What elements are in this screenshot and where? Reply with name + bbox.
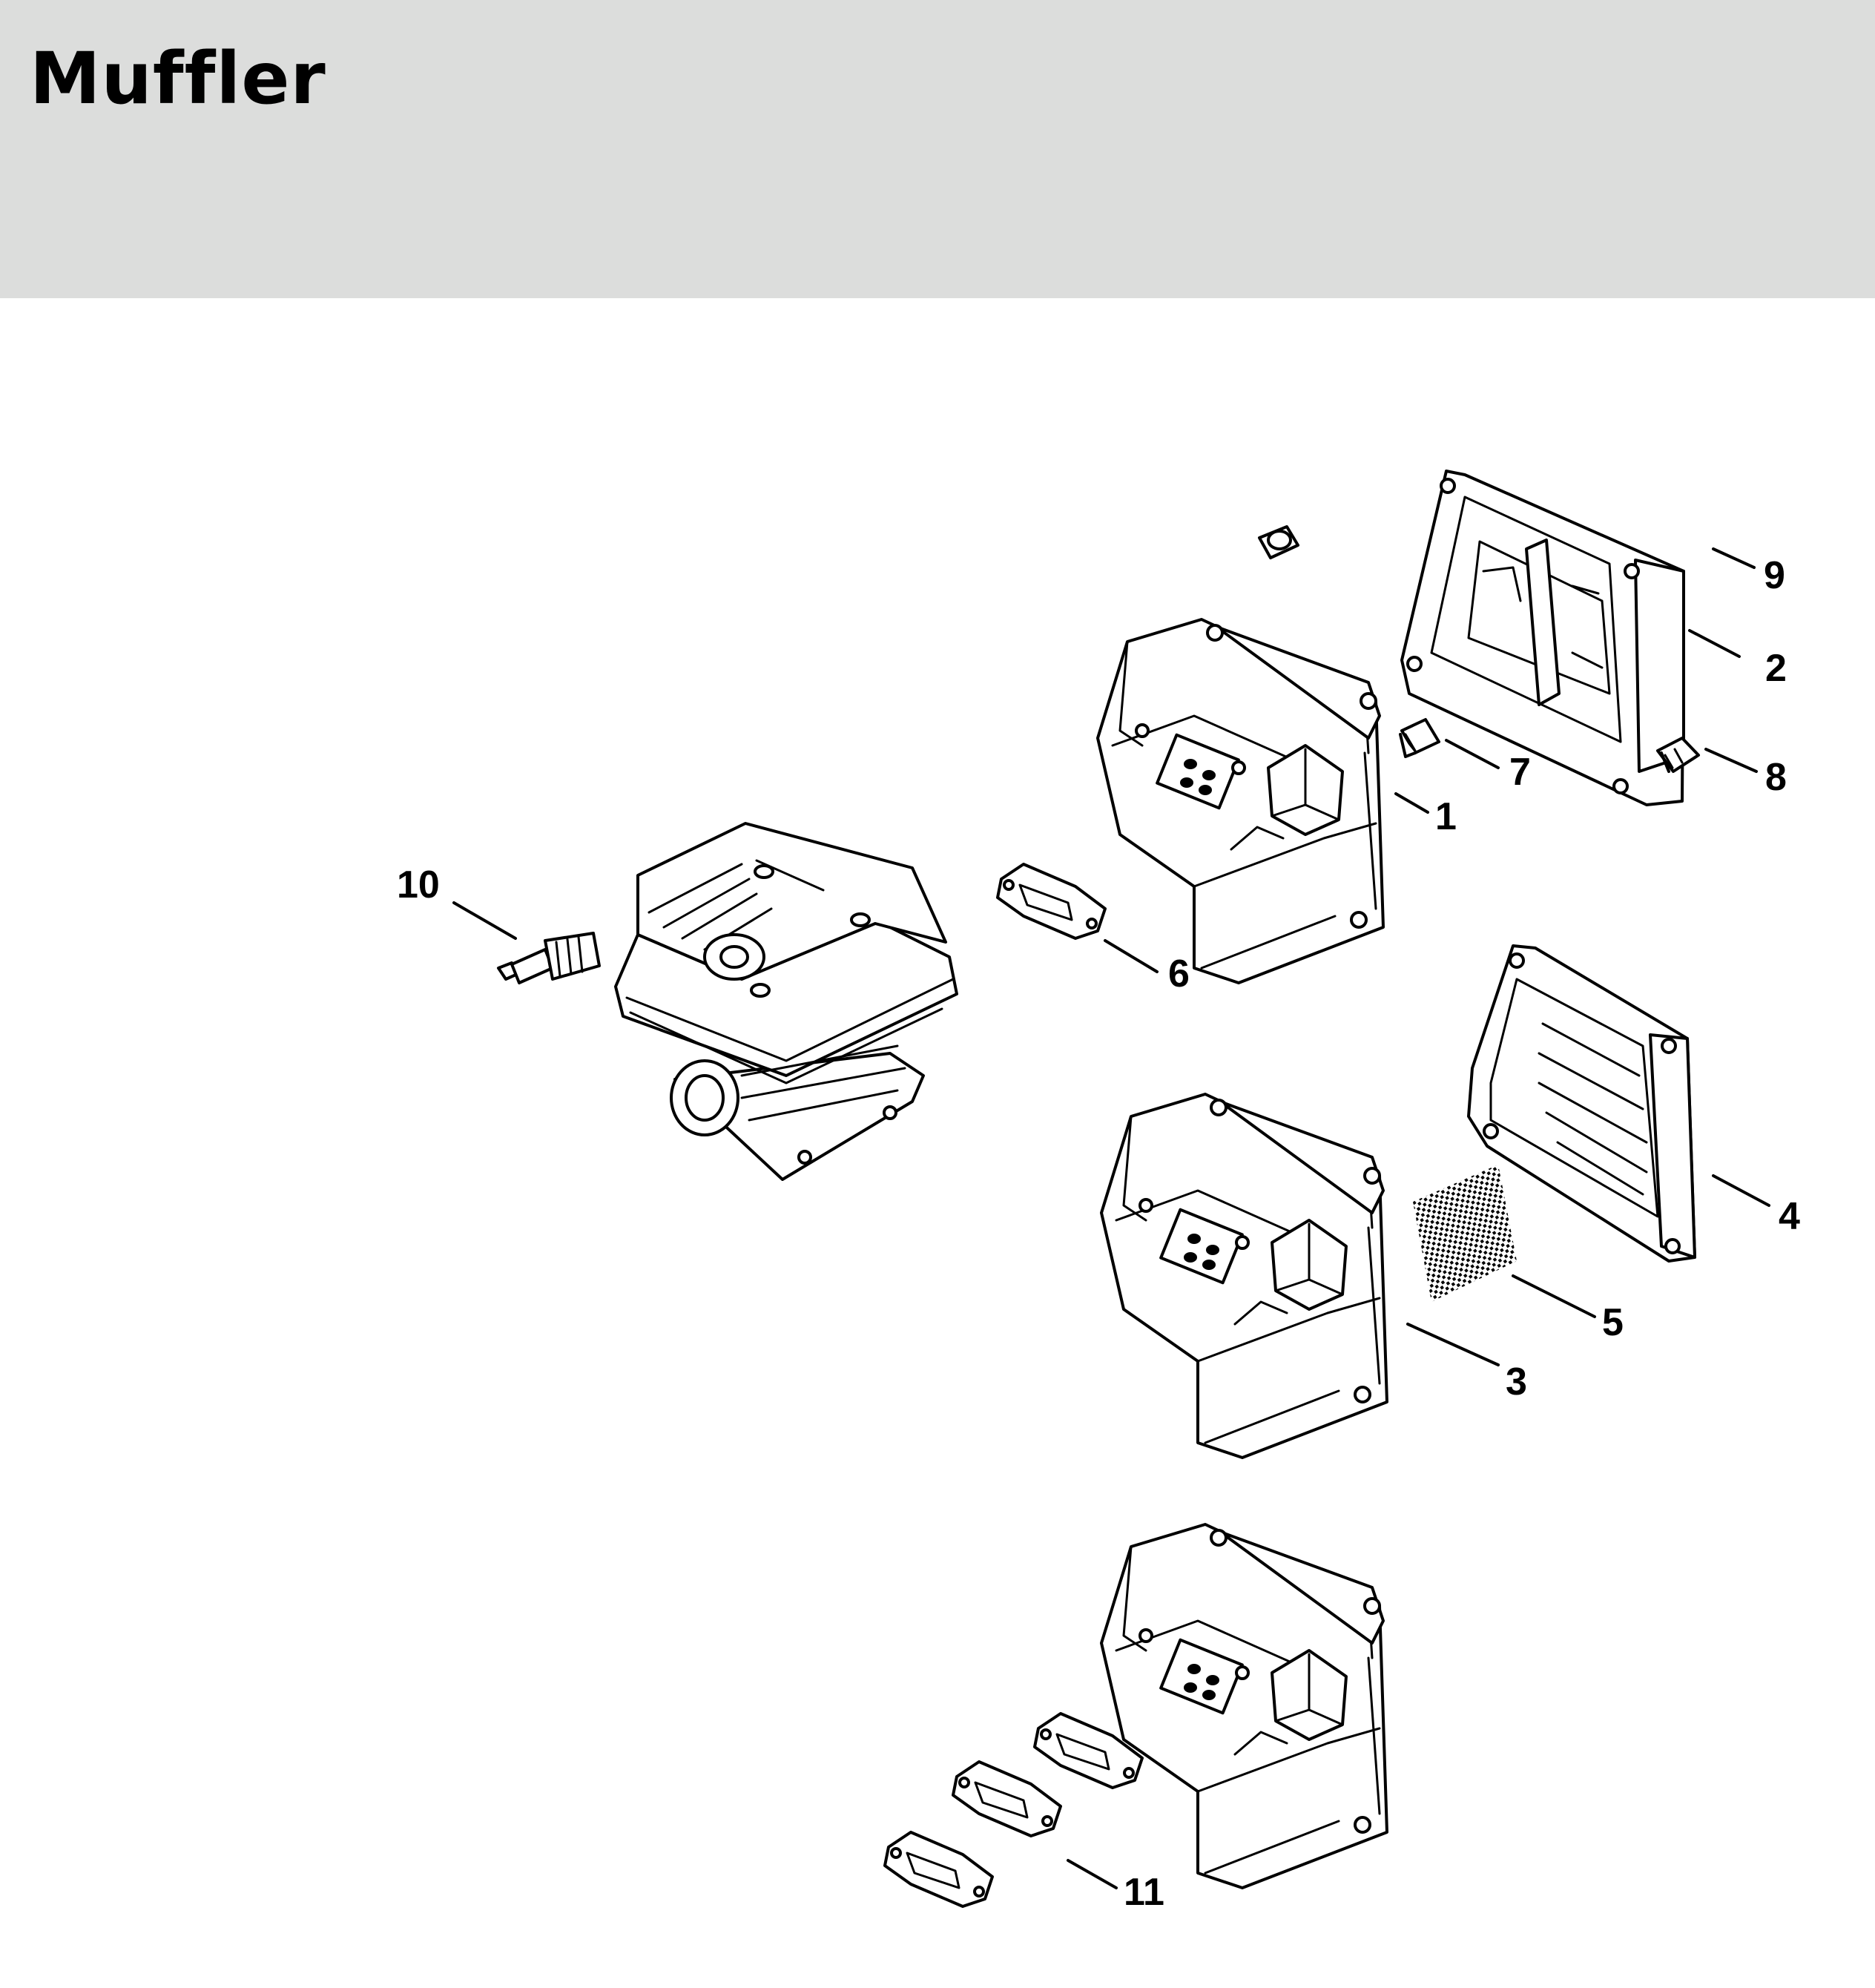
callout-4: 4 [1779,1195,1800,1238]
gasket-11b-icon [952,1760,1062,1837]
page-title: Muffler [30,37,326,120]
callout-2: 2 [1765,647,1787,690]
callout-6: 6 [1168,952,1190,995]
callout-3: 3 [1506,1360,1527,1403]
callout-5: 5 [1602,1301,1624,1344]
muffler-cover-4-icon [1467,944,1696,1263]
header-band: Muffler [0,0,1875,298]
muffler-bottom-icon [1100,1523,1388,1889]
spark-plug-icon [497,932,601,984]
callout-10: 10 [397,863,440,906]
screen-5-icon [1413,1165,1517,1302]
gasket-6-icon [996,863,1107,940]
callout-7: 7 [1509,751,1531,794]
callout-9: 9 [1764,554,1785,597]
muffler-1-icon [1096,618,1385,984]
callout-1: 1 [1435,795,1457,838]
muffler-cover-2-icon [1400,470,1685,806]
callout-8: 8 [1765,756,1787,799]
screw-9-icon [1258,525,1299,559]
cylinder-icon [614,822,958,1181]
screw-7-icon [1399,718,1440,758]
screw-8-icon [1656,737,1700,773]
muffler-3-icon [1100,1093,1388,1459]
gasket-11c-icon [883,1831,994,1908]
callout-11: 11 [1124,1871,1164,1914]
